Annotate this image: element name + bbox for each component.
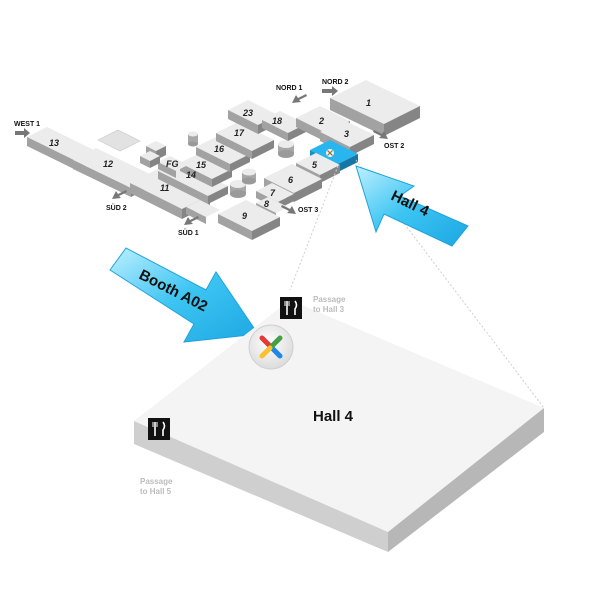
hall-fg[interactable] <box>158 156 188 178</box>
hall-floor-top <box>134 300 544 532</box>
svg-text:NORD 2: NORD 2 <box>322 79 349 86</box>
hall-label-3: 3 <box>344 129 349 139</box>
cylinder-structures <box>188 131 294 198</box>
svg-text:OST 3: OST 3 <box>298 207 318 214</box>
gate-west-1[interactable]: WEST 1 <box>14 121 40 138</box>
hall-floor-side-left <box>134 421 388 552</box>
hall-9[interactable] <box>218 200 280 240</box>
booth-arrow-icon <box>109 247 259 343</box>
hall-label-15: 15 <box>196 160 207 170</box>
hall-label-6: 6 <box>288 175 294 185</box>
booth-callout: Booth A02 <box>109 247 259 343</box>
hall-labels: 1 2 3 5 6 7 8 9 11 12 13 14 15 16 17 18 … <box>49 98 371 221</box>
overview-map <box>27 80 420 240</box>
passage-hall-5[interactable]: Passage to Hall 5 <box>140 418 173 496</box>
passage-hall-3[interactable]: Passage to Hall 3 <box>280 295 346 319</box>
hall-label-18: 18 <box>272 116 282 126</box>
gate-arrow-icon <box>373 130 388 139</box>
gate-sued-1[interactable]: SÜD 1 <box>178 216 199 237</box>
hall-1[interactable] <box>330 80 420 136</box>
hall-15[interactable] <box>180 153 232 187</box>
hatched-area <box>97 129 141 152</box>
hall-4-arrow-icon <box>355 165 469 247</box>
hall-label-5: 5 <box>312 160 318 170</box>
gate-arrow-icon <box>112 190 127 199</box>
hall-label-12: 12 <box>103 159 113 169</box>
hall-4-detail: Hall 4 <box>134 300 544 552</box>
hall-label-11: 11 <box>160 183 169 193</box>
hall-17[interactable] <box>216 122 274 159</box>
gate-nord-1[interactable]: NORD 1 <box>276 85 307 103</box>
hall-floor-side-right <box>388 408 544 552</box>
hall-label-fg: FG <box>166 159 179 169</box>
gate-nord-2[interactable]: NORD 2 <box>322 79 349 96</box>
booth-logo-icon[interactable] <box>248 324 294 370</box>
restaurant-icon <box>280 297 302 319</box>
gate-arrow-icon <box>292 94 307 103</box>
svg-text:SÜD 2: SÜD 2 <box>106 203 127 212</box>
hall-label-13: 13 <box>49 138 59 148</box>
hall-label-1: 1 <box>366 98 371 108</box>
gate-sued-2[interactable]: SÜD 2 <box>106 190 127 212</box>
passage-hall-3-line2: to Hall 3 <box>313 305 345 314</box>
svg-text:SÜD 1: SÜD 1 <box>178 228 199 237</box>
small-blocks <box>140 141 166 168</box>
passage-hall-5-line2: to Hall 5 <box>140 487 172 496</box>
svg-text:WEST 1: WEST 1 <box>14 121 40 128</box>
hall-label-14: 14 <box>186 170 196 180</box>
hall-label-9: 9 <box>242 211 247 221</box>
gate-arrow-icon <box>184 216 199 225</box>
hall-label-16: 16 <box>214 144 225 154</box>
passage-hall-5-line1: Passage <box>140 477 173 486</box>
hall-label-7: 7 <box>270 188 276 198</box>
hall-16[interactable] <box>196 137 250 172</box>
gate-ost-2[interactable]: OST 2 <box>373 130 404 150</box>
gates: WEST 1 NORD 1 NORD 2 OST 2 OST 3 SÜD 2 S… <box>14 79 404 237</box>
hall-label-17: 17 <box>234 128 245 138</box>
hall-label-2: 2 <box>318 116 324 126</box>
restaurant-icon <box>148 418 170 440</box>
svg-text:NORD 1: NORD 1 <box>276 85 303 92</box>
passage-hall-3-line1: Passage <box>313 295 346 304</box>
svg-text:OST 2: OST 2 <box>384 143 404 150</box>
gate-ost-3[interactable]: OST 3 <box>281 205 318 214</box>
hall-label-8: 8 <box>264 199 269 209</box>
entrance-block <box>186 200 220 224</box>
gate-arrow-icon <box>15 128 30 138</box>
hall-4-title: Hall 4 <box>313 408 354 425</box>
booth-marker-icon <box>326 149 334 157</box>
gate-arrow-icon <box>322 86 338 96</box>
gate-arrow-icon <box>281 205 296 214</box>
hall-label-23: 23 <box>242 108 253 118</box>
